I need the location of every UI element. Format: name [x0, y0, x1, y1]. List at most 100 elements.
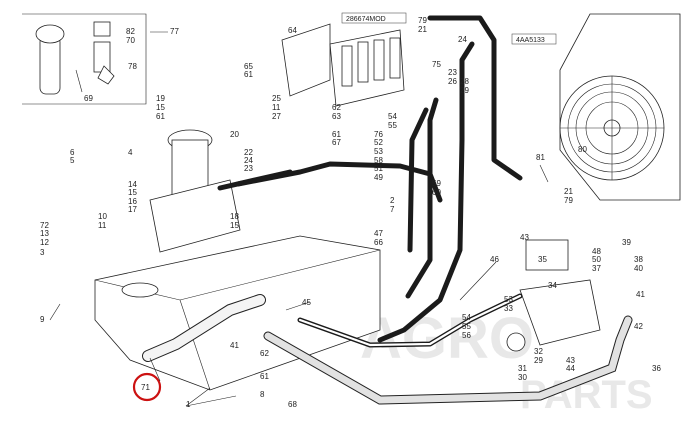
callout-27: 27 [272, 112, 281, 121]
callout-60: 60 [432, 188, 441, 197]
callout-79b: 79 [564, 196, 573, 205]
callout-11a: 11 [272, 103, 281, 112]
callout-9: 9 [40, 315, 45, 324]
callout-31: 31 [518, 364, 527, 373]
callout-62b: 62 [260, 349, 269, 358]
callout-43b: 43 [566, 356, 575, 365]
filter-cap-drawing [93, 21, 111, 37]
callout-53a: 53 [374, 147, 383, 156]
callout-65: 65 [244, 62, 253, 71]
callout-61d: 61 [260, 372, 269, 381]
callout-10: 10 [98, 212, 107, 221]
callout-37: 37 [592, 264, 601, 273]
callout-21a: 21 [418, 25, 427, 34]
hydraulic-pump-drawing [506, 239, 601, 352]
callout-54a: 54 [388, 112, 397, 121]
callout-23: 23 [244, 164, 253, 173]
callout-45: 45 [302, 298, 311, 307]
callout-42: 42 [634, 322, 643, 331]
callout-70: 70 [126, 36, 135, 45]
control-valve-drawing [281, 23, 405, 107]
callout-52: 52 [374, 138, 383, 147]
ref-tag-left: 286674MOD [341, 12, 407, 24]
watermark: AGRO PARTS [360, 306, 653, 417]
callout-47: 47 [374, 229, 383, 238]
callout-22: 22 [244, 148, 253, 157]
callout-labels: 64 65 61 25 11 27 62 63 61 67 19 15 61 2… [40, 16, 661, 409]
ref-tag-right: 4AA5133 [511, 33, 557, 45]
callout-53b: 53 [504, 295, 513, 304]
callout-1: 1 [186, 400, 191, 409]
hydraulic-hoses [217, 15, 523, 348]
callout-29b: 29 [534, 356, 543, 365]
callout-15c: 15 [230, 221, 239, 230]
callout-25: 25 [272, 94, 281, 103]
highlight-circle [132, 372, 162, 402]
return-pipe-drawing [263, 315, 633, 405]
callout-21b: 21 [564, 187, 573, 196]
callout-33: 33 [504, 304, 513, 313]
filter-housing-drawing [39, 35, 61, 95]
callout-81: 81 [536, 153, 545, 162]
callout-56: 56 [462, 331, 471, 340]
callout-69: 69 [84, 94, 93, 103]
callout-20: 20 [230, 130, 239, 139]
callout-54b: 54 [462, 313, 471, 322]
callout-41b: 41 [636, 290, 645, 299]
callout-14: 14 [128, 180, 137, 189]
callout-12: 12 [40, 238, 49, 247]
callout-67: 67 [332, 138, 341, 147]
callout-72: 72 [40, 221, 49, 230]
callout-2: 2 [390, 196, 395, 205]
callout-6: 6 [70, 148, 75, 157]
suction-pipe-drawing [142, 294, 266, 362]
callout-41a: 41 [230, 341, 239, 350]
highlight-callout-71: 71 [132, 357, 162, 402]
svg-text:4AA5133: 4AA5133 [516, 37, 545, 44]
leader-lines [49, 164, 549, 407]
callout-29: 29 [460, 86, 469, 95]
callout-16: 16 [128, 197, 137, 206]
callout-80: 80 [578, 145, 587, 154]
callout-30: 30 [518, 373, 527, 382]
callout-49: 49 [374, 173, 383, 182]
callout-78: 78 [128, 62, 137, 71]
callout-8: 8 [260, 390, 265, 399]
callout-23b: 23 [448, 68, 457, 77]
callout-19: 19 [156, 94, 165, 103]
callout-61c: 61 [156, 112, 165, 121]
callout-68: 68 [288, 400, 297, 409]
callout-71: 71 [141, 383, 150, 392]
callout-59: 59 [432, 179, 441, 188]
callout-24: 24 [244, 156, 253, 165]
callout-34: 34 [548, 281, 557, 290]
callout-39: 39 [622, 238, 631, 247]
callout-48: 48 [592, 247, 601, 256]
callout-61a: 61 [244, 70, 253, 79]
callout-13: 13 [40, 229, 49, 238]
callout-24b: 24 [458, 35, 467, 44]
callout-26: 26 [448, 77, 457, 86]
callout-82: 82 [126, 27, 135, 36]
svg-text:286674MOD: 286674MOD [346, 16, 386, 23]
callout-46: 46 [490, 255, 499, 264]
filter-element-drawing [93, 41, 111, 73]
callout-36: 36 [652, 364, 661, 373]
callout-40: 40 [634, 264, 643, 273]
callout-15b: 15 [128, 188, 137, 197]
callout-5: 5 [70, 156, 75, 165]
callout-58: 58 [374, 156, 383, 165]
callout-79: 79 [418, 16, 427, 25]
callout-4: 4 [128, 148, 133, 157]
callout-75: 75 [432, 60, 441, 69]
callout-77: 77 [170, 27, 179, 36]
callout-66: 66 [374, 238, 383, 247]
callout-18: 18 [230, 212, 239, 221]
callout-64: 64 [288, 26, 297, 35]
callout-61b: 61 [332, 130, 341, 139]
callout-17: 17 [128, 205, 137, 214]
callout-55b: 55 [462, 322, 471, 331]
hydraulic-filter-drawing [149, 129, 241, 253]
callout-11b: 11 [98, 221, 107, 230]
